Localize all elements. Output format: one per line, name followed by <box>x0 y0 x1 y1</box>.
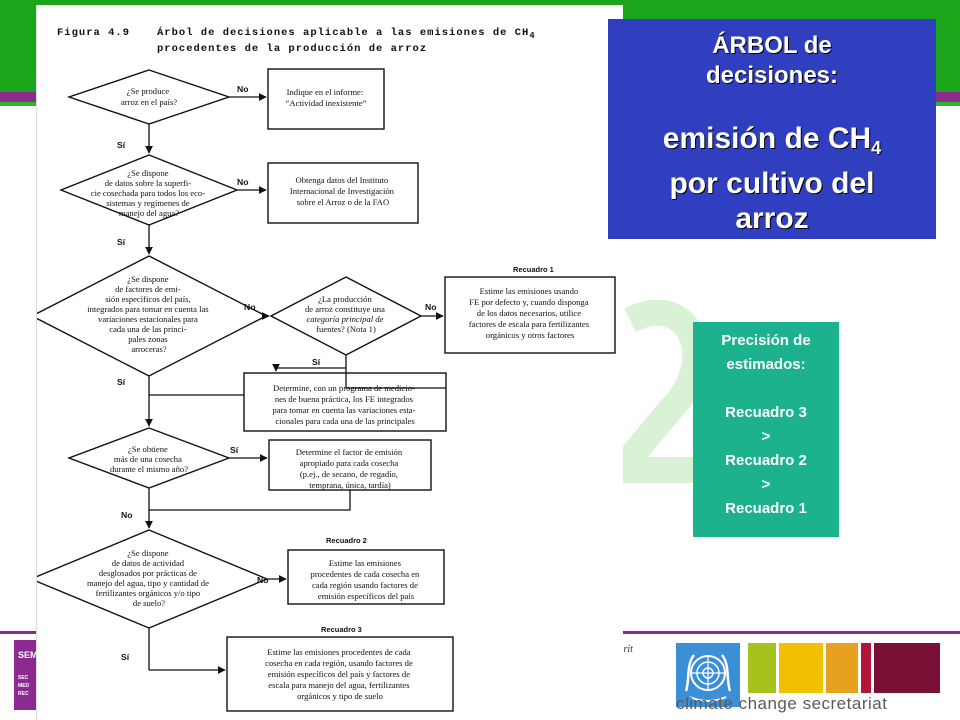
process-box-7 <box>226 636 454 712</box>
figure-title-line2: procedentes de la producción de arroz <box>157 43 428 56</box>
label-yes-3: Sí <box>117 377 126 387</box>
recuadro-2-label: Recuadro 2 <box>326 536 367 545</box>
logo-bar-maroon <box>874 643 940 693</box>
process-box-2 <box>267 162 419 224</box>
label-yes-1: Sí <box>117 140 126 150</box>
slide-title-line4: por cultivo del <box>669 167 875 200</box>
un-emblem-icon <box>676 643 740 707</box>
svg-text:¿Se dispone de datos de: ¿Se dispone de datos de actividad desglo… <box>87 548 211 608</box>
slide-title-line2: decisiones: <box>705 62 839 89</box>
recuadro-3-label: Recuadro 3 <box>321 625 362 634</box>
svg-text:Determine, con un programa de: Determine, con un programa de medicio- n… <box>272 383 417 426</box>
process-box-1 <box>267 68 385 130</box>
precision-box: Precisión de estimados: Recuadro 3 > Rec… <box>693 322 839 537</box>
climate-change-secretariat-text: climate change secretariat <box>676 694 888 713</box>
label-no-5: No <box>121 510 132 520</box>
svg-text:¿Se dispone de datos sob: ¿Se dispone de datos sobre la superfi- c… <box>91 168 207 218</box>
logo-bar-orange <box>826 643 858 693</box>
svg-text:¿Se obtiene más de una c: ¿Se obtiene más de una cosecha durante e… <box>110 444 188 474</box>
figure-title-line1: Árbol de decisiones aplicable a las emis… <box>157 27 530 39</box>
logo-bar-lime <box>748 643 776 693</box>
label-yes-4: Sí <box>312 357 321 367</box>
label-yes-5: Sí <box>230 445 239 455</box>
slide-title-line3: emisión de CH <box>662 122 872 155</box>
svg-text:¿Se dispone de factores: ¿Se dispone de factores de emi- sión esp… <box>87 274 211 354</box>
label-yes-6: Sí <box>121 652 130 662</box>
svg-text:Indique en el informe: “: Indique en el informe: “Actividad inexis… <box>286 87 367 108</box>
label-yes-2: Sí <box>117 237 126 247</box>
semarnat-logo: SEM SEC MED REC <box>14 640 40 710</box>
decision-tree-figure: Figura 4.9 Árbol de decisiones aplicable… <box>36 5 623 720</box>
label-no-3: No <box>244 302 255 312</box>
slide-title-box: ÁRBOL de decisiones: emisión de CH4 por … <box>608 19 936 239</box>
logo-bar-yellow <box>779 643 823 693</box>
logo-bar-red <box>861 643 871 693</box>
svg-text:Estime las emisiones pro: Estime las emisiones procedentes de cada… <box>311 558 422 601</box>
svg-text:Estime las emisiones procedent: Estime las emisiones procedentes de cada… <box>265 647 415 701</box>
process-box-5 <box>268 439 432 491</box>
figure-number: Figura 4.9 <box>57 27 131 39</box>
process-box-3 <box>444 276 616 354</box>
label-no-4: No <box>425 302 436 312</box>
svg-text:Obtenga datos del Instituto: Obtenga datos del Instituto Internaciona… <box>290 175 396 207</box>
svg-text:¿Se produce arroz en el: ¿Se produce arroz en el país? <box>121 86 177 107</box>
label-no-1: No <box>237 84 248 94</box>
flowchart: ¿Se produce arroz en el país? Indique en… <box>37 68 616 712</box>
svg-text:¿La producción de arroz: ¿La producción de arroz constituye una c… <box>305 294 387 334</box>
slide-title-line1: ÁRBOL de <box>712 32 832 59</box>
svg-text:Determine el factor de emisión: Determine el factor de emisión apropiado… <box>296 447 405 490</box>
slide-title-line5: arroz <box>735 202 809 235</box>
recuadro-1-label: Recuadro 1 <box>513 265 554 274</box>
label-no-6: No <box>257 575 268 585</box>
process-box-4 <box>243 372 447 432</box>
svg-text:Estime las emisiones usando: Estime las emisiones usando FE por defec… <box>469 286 591 340</box>
label-no-2: No <box>237 177 248 187</box>
process-box-6 <box>287 549 445 605</box>
